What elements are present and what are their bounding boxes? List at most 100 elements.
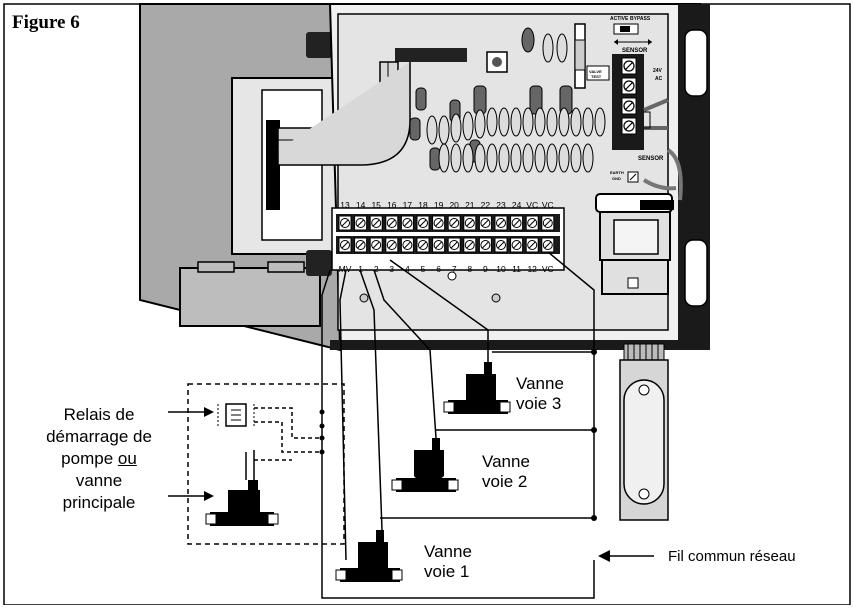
terminal-label-top: 20 — [449, 200, 459, 210]
terminal-screw-bottom — [400, 237, 414, 253]
terminal-label-bottom: 2 — [374, 264, 379, 274]
pump-line2: démarrage de — [46, 427, 152, 446]
terminal-label-top: 16 — [387, 200, 397, 210]
terminal-screw-top — [478, 215, 492, 231]
sensor-terminal-block — [586, 23, 669, 183]
terminal-screw-bottom — [385, 237, 399, 253]
transformer — [595, 193, 674, 295]
terminal-screw-top — [432, 215, 446, 231]
terminal-screw-top — [385, 215, 399, 231]
terminal-label-bottom: 3 — [389, 264, 394, 274]
terminal-label-bottom: 8 — [467, 264, 472, 274]
active-label: ACTIVE — [610, 16, 629, 22]
terminal-screw-bottom — [432, 237, 446, 253]
earth-label-2: GND — [612, 176, 621, 181]
terminal-label-bottom: 4 — [405, 264, 410, 274]
junction-3 — [591, 515, 597, 521]
pump-line5: principale — [62, 493, 136, 512]
terminal-screw-bottom — [463, 237, 477, 253]
junction-1 — [591, 349, 597, 355]
terminal-screw-top — [525, 215, 539, 231]
valve-zone-1-label: Vanne voie 1 — [424, 542, 472, 582]
terminal-label-bottom: 5 — [421, 264, 426, 274]
valve-test-label-2: TEST — [591, 74, 602, 79]
valve-zone-3-label: Vanne voie 3 — [516, 374, 564, 414]
pump-line3-b: ou — [117, 449, 137, 468]
valve-zone-3-line1: Vanne — [516, 374, 564, 393]
terminal-label-bottom: 1 — [358, 264, 363, 274]
terminal-label-bottom: 6 — [436, 264, 441, 274]
terminal-screw-top — [369, 215, 383, 231]
terminal-label-top: 14 — [356, 200, 366, 210]
bypass-label: BYPASS — [630, 16, 651, 22]
terminal-screw-bottom — [494, 237, 508, 253]
earth-label-1: EARTH — [610, 170, 624, 175]
valve-zone-3-line2: voie 3 — [516, 394, 562, 413]
terminal-screw-bottom — [478, 237, 492, 253]
terminal-screw-top — [354, 215, 368, 231]
terminal-label-bottom: 12 — [527, 264, 537, 274]
common-wire-arrow — [598, 550, 654, 562]
valve-zone-1-line2: voie 1 — [424, 562, 470, 581]
terminal-screw-bottom — [416, 237, 430, 253]
conduit-fitting — [619, 343, 669, 521]
terminal-screw-top — [494, 215, 508, 231]
valve-zone-1-line1: Vanne — [424, 542, 472, 561]
pump-relay-label: Relais de démarrage de pompe ou vanne pr… — [24, 404, 174, 514]
terminal-label-top: 13 — [340, 200, 350, 210]
valve-zone-3 — [443, 362, 511, 414]
valve-zone-1 — [335, 530, 403, 582]
pump-relay-box — [187, 383, 345, 545]
valve-zone-2 — [391, 438, 459, 492]
pump-line3: pompe ou — [24, 448, 174, 470]
common-wire-label: Fil commun réseau — [668, 548, 796, 565]
terminal-label-top: 21 — [465, 200, 475, 210]
terminal-label-bottom: 9 — [483, 264, 488, 274]
ac-label-2: AC — [655, 76, 663, 82]
terminal-screw-top — [400, 215, 414, 231]
terminal-label-top: 22 — [481, 200, 491, 210]
terminal-screw-bottom — [447, 237, 461, 253]
terminal-label-bottom: 11 — [512, 264, 521, 274]
pump-line1: Relais de — [63, 405, 135, 424]
controller-cabinet — [328, 3, 710, 350]
ac-label-1: 24V — [653, 68, 663, 74]
sensor-top-label: SENSOR — [622, 48, 648, 54]
sensor-bottom-label: SENSOR — [638, 156, 664, 162]
terminal-label-top: VC — [526, 200, 538, 210]
terminal-label-bottom: 10 — [496, 264, 506, 274]
pump-arrows — [168, 407, 214, 501]
terminal-screw-bottom — [354, 237, 368, 253]
ribbon-cable — [277, 48, 467, 166]
terminal-label-bottom: MV — [339, 264, 352, 274]
terminal-screw-top — [338, 215, 352, 231]
terminal-label-top: 19 — [434, 200, 444, 210]
terminal-screw-top — [416, 215, 430, 231]
terminal-label-top: VC — [542, 200, 554, 210]
terminal-screw-top — [463, 215, 477, 231]
terminal-screw-top — [541, 215, 555, 231]
lower-hinge — [306, 250, 332, 276]
terminal-screw-bottom — [510, 237, 524, 253]
terminal-label-top: 15 — [371, 200, 381, 210]
terminal-screw-top — [447, 215, 461, 231]
circuit-components — [409, 23, 606, 173]
terminal-label-top: 18 — [418, 200, 428, 210]
terminal-label-top: 24 — [512, 200, 522, 210]
terminal-screw-bottom — [369, 237, 383, 253]
valve-zone-2-label: Vanne voie 2 — [482, 452, 530, 492]
terminal-screw-bottom — [525, 237, 539, 253]
valve-zone-2-line1: Vanne — [482, 452, 530, 471]
terminal-screw-bottom — [338, 237, 352, 253]
figure-title: Figure 6 — [12, 12, 80, 33]
ground-wire — [642, 178, 677, 191]
terminal-label-bottom: 7 — [452, 264, 457, 274]
pump-line4: vanne — [75, 471, 123, 490]
terminal-screw-bottom — [541, 237, 555, 253]
valve-zone-2-line2: voie 2 — [482, 472, 528, 491]
terminal-screw-top — [510, 215, 524, 231]
junction-2 — [591, 427, 597, 433]
terminal-label-top: 23 — [496, 200, 506, 210]
